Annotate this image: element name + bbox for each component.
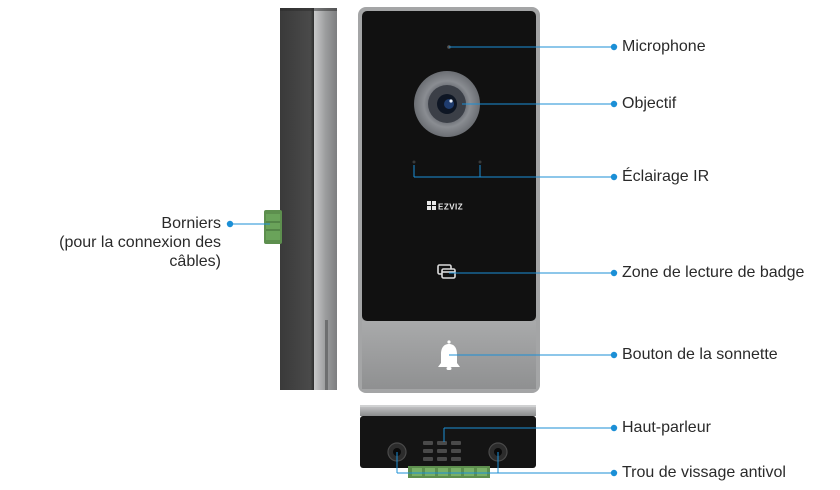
card-reader-icon: [437, 264, 456, 279]
label-badge-zone: Zone de lecture de badge: [622, 264, 805, 281]
ezviz-logo-icon: EZVIZ: [427, 201, 463, 212]
terminal-strip: [408, 466, 490, 478]
side-view: [264, 8, 337, 390]
bottom-view: [360, 405, 536, 478]
label-terminals-line1: Borniers: [161, 215, 221, 232]
bottom-body: [360, 416, 536, 468]
label-ir: Éclairage IR: [622, 168, 710, 185]
terminal-block: [264, 210, 282, 244]
lens: [414, 71, 480, 137]
label-microphone: Microphone: [622, 38, 706, 55]
label-screw-hole: Trou de vissage antivol: [622, 464, 786, 481]
label-terminals-line2: (pour la connexion des: [59, 234, 221, 251]
label-terminals: Borniers (pour la connexion des câbles): [59, 214, 221, 271]
speaker-grille: [423, 441, 461, 461]
front-view: EZVIZ: [358, 7, 540, 393]
ir-led-left: [412, 160, 416, 164]
label-terminals-line3: câbles): [169, 253, 221, 270]
svg-text:EZVIZ: EZVIZ: [438, 203, 463, 212]
front-panel: [362, 11, 536, 321]
ir-led-right: [478, 160, 482, 164]
callout-lines: [226, 43, 618, 477]
label-speaker: Haut-parleur: [622, 419, 711, 436]
side-bezel: [314, 8, 337, 390]
label-lens: Objectif: [622, 95, 677, 112]
side-body: [280, 8, 314, 390]
label-bell-button: Bouton de la sonnette: [622, 346, 778, 363]
